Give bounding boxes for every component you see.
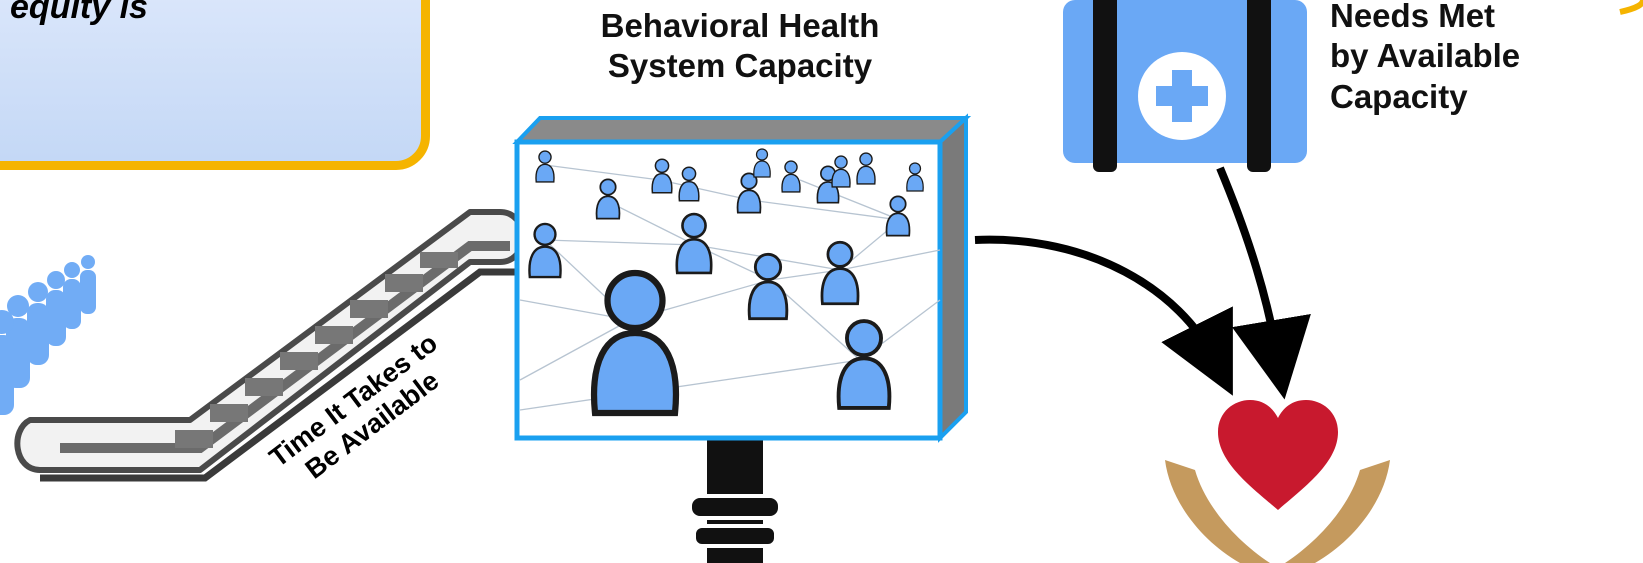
corner-accent — [1619, 0, 1643, 15]
network-people-icon — [512, 113, 972, 443]
arrows — [974, 166, 1311, 400]
capacity-title: Behavioral Health System Capacity — [520, 6, 960, 87]
medical-kit-icon — [1063, 0, 1307, 172]
escalator-icon — [14, 209, 526, 482]
needs-met-line3: Capacity — [1330, 77, 1468, 115]
capacity-title-line1: Behavioral Health — [600, 7, 880, 44]
needs-met-line1: Needs Met — [1330, 0, 1496, 34]
callout-text: equity is — [10, 0, 148, 26]
heart-hands-icon — [1165, 400, 1390, 563]
box-stand — [688, 440, 782, 563]
callout-box — [0, 0, 430, 170]
needs-met-line2: by Available — [1330, 37, 1521, 75]
people-queue-icon — [0, 255, 96, 415]
needs-met-title: Needs Met by Available Capacity — [1330, 0, 1643, 117]
capacity-title-line2: System Capacity — [607, 47, 873, 85]
